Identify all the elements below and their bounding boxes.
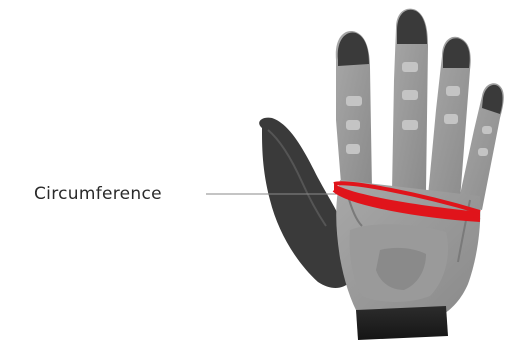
glove-cuff xyxy=(356,306,448,340)
glove-thumb xyxy=(259,118,350,288)
circumference-label: Circumference xyxy=(34,182,162,206)
